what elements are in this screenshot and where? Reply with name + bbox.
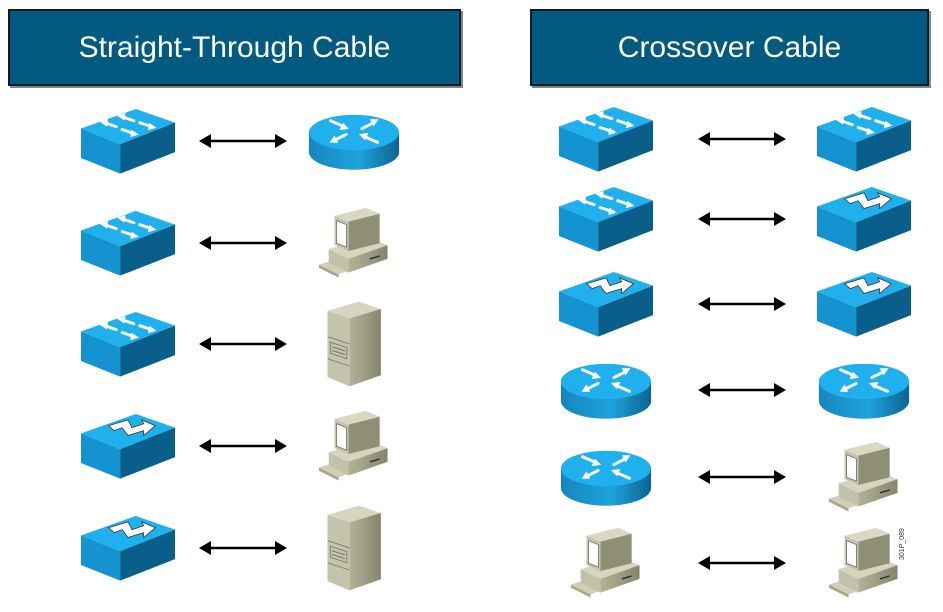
left-device-pc-icon	[569, 526, 641, 599]
double-arrow-icon	[698, 130, 786, 148]
double-arrow-icon	[698, 554, 786, 572]
right-device-server-icon	[326, 505, 382, 591]
right-device-pc-icon	[827, 526, 899, 599]
right-device-hub-icon	[816, 271, 912, 337]
right-device-router-icon	[817, 362, 911, 420]
right-device-hub-icon	[816, 186, 912, 252]
left-device-router-icon	[559, 362, 653, 420]
left-device-router-icon	[559, 449, 653, 507]
right-device-pc-icon	[317, 409, 389, 482]
left-device-switch-icon	[557, 105, 655, 173]
right-device-pc-icon	[827, 440, 899, 513]
left-device-switch-icon	[557, 185, 655, 253]
left-device-switch-icon	[79, 209, 177, 277]
double-arrow-icon	[698, 210, 786, 228]
left-device-hub-icon	[558, 271, 654, 337]
figure-id: 301P_089	[899, 528, 906, 560]
double-arrow-icon	[199, 539, 287, 557]
double-arrow-icon	[698, 381, 786, 399]
double-arrow-icon	[199, 437, 287, 455]
right-device-server-icon	[326, 301, 382, 387]
double-arrow-icon	[698, 468, 786, 486]
crossover-title: Crossover Cable	[530, 9, 929, 86]
double-arrow-icon	[698, 295, 786, 313]
double-arrow-icon	[199, 335, 287, 353]
left-device-hub-icon	[80, 515, 176, 581]
right-device-switch-icon	[815, 105, 913, 173]
double-arrow-icon	[199, 132, 287, 150]
left-device-hub-icon	[80, 413, 176, 479]
left-device-switch-icon	[79, 107, 177, 175]
straight-through-title: Straight-Through Cable	[8, 9, 461, 86]
right-device-router-icon	[307, 113, 401, 171]
left-device-switch-icon	[79, 310, 177, 378]
right-device-pc-icon	[317, 206, 389, 279]
double-arrow-icon	[199, 234, 287, 252]
